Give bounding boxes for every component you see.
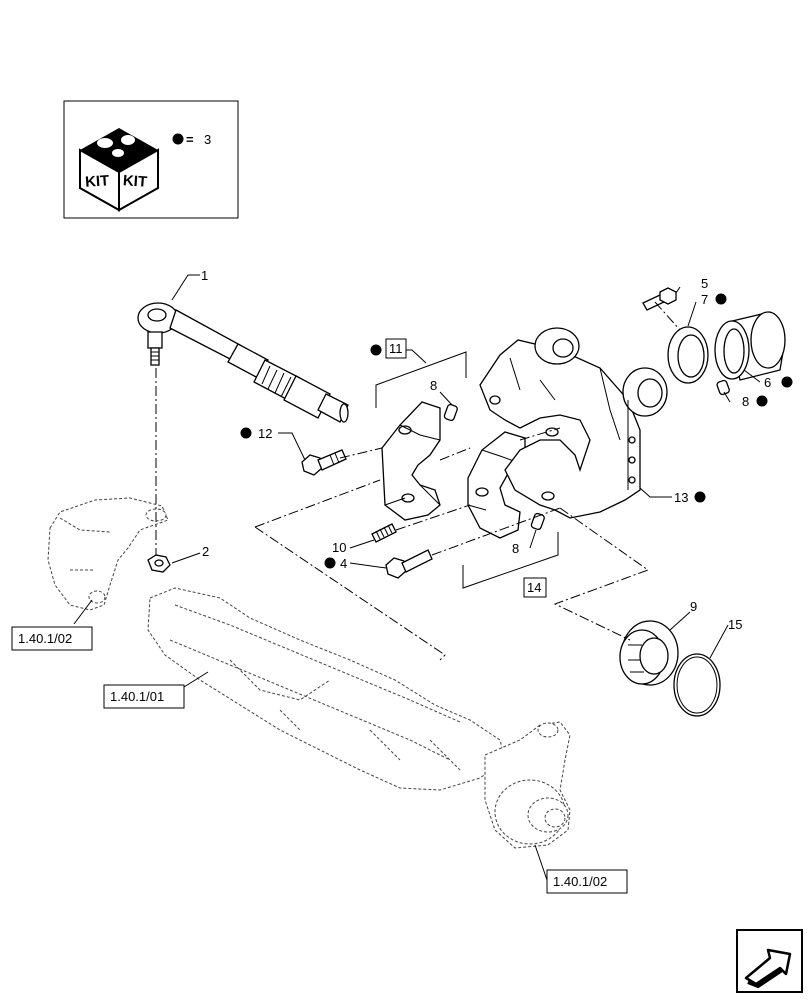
callout-8-cap: 8 <box>430 378 437 393</box>
cap-14 <box>467 431 526 539</box>
pin-8a <box>443 403 458 422</box>
spring-10 <box>371 523 397 543</box>
bolt-4 <box>385 549 433 579</box>
reference-bottom-label: 1.40.1/02 <box>553 874 607 889</box>
carrier-housing-13 <box>479 327 668 519</box>
bracket-14 <box>462 532 559 589</box>
callout-1: 1 <box>201 268 208 283</box>
ring-7 <box>667 326 709 384</box>
callout-14-box <box>523 577 547 598</box>
kit-legend: KIT KIT = 3 <box>63 100 239 219</box>
sleeve-6 <box>714 311 786 381</box>
callout-13: 13 <box>674 490 688 505</box>
callout-8-sleeve: 8 <box>742 394 749 409</box>
pin-8c <box>716 379 730 396</box>
callout-8-sleeve-bullet <box>756 395 768 407</box>
reference-left[interactable]: 1.40.1/02 <box>11 626 93 651</box>
callout-7: 7 <box>701 292 708 307</box>
callout-7-bullet <box>715 293 727 305</box>
callout-14: 14 <box>527 580 541 595</box>
kit-bullet-icon <box>172 133 184 145</box>
callout-11: 11 <box>389 341 403 356</box>
callout-5: 5 <box>701 276 708 291</box>
reference-axle-label: 1.40.1/01 <box>110 689 164 704</box>
callout-15: 15 <box>728 617 742 632</box>
kit-quantity: 3 <box>204 132 211 147</box>
callout-11-bullet <box>370 344 382 356</box>
cap-11 <box>381 401 441 521</box>
leader-lines <box>73 274 761 881</box>
callout-11-box <box>385 338 407 359</box>
reference-axle[interactable]: 1.40.1/01 <box>103 684 185 709</box>
tie-rod <box>137 302 349 423</box>
bracket-11 <box>375 351 467 408</box>
callout-12-bullet <box>240 427 252 439</box>
callout-8-housing: 8 <box>512 541 519 556</box>
callout-2: 2 <box>202 544 209 559</box>
callout-12: 12 <box>258 426 272 441</box>
bolt-12 <box>301 449 347 476</box>
assembly-lines <box>254 301 681 661</box>
reference-left-label: 1.40.1/02 <box>18 631 72 646</box>
callout-6: 6 <box>764 375 771 390</box>
callout-10: 10 <box>332 540 346 555</box>
reference-bottom[interactable]: 1.40.1/02 <box>546 869 628 894</box>
callout-4-bullet <box>324 557 336 569</box>
kit-box-icon: KIT KIT <box>79 128 159 212</box>
callout-6-bullet <box>781 376 793 388</box>
next-page-arrow-icon[interactable] <box>736 929 803 993</box>
callouts: 1 2 5 7 6 8 8 11 12 13 10 4 8 14 9 15 <box>201 268 793 632</box>
kit-label-right: KIT <box>122 172 147 191</box>
pin-8b <box>530 512 545 531</box>
seal-9 <box>619 620 679 686</box>
callout-4: 4 <box>340 556 347 571</box>
screw-5 <box>642 287 677 311</box>
kit-label-left: KIT <box>85 172 110 191</box>
callout-9: 9 <box>690 599 697 614</box>
callout-13-bullet <box>694 491 706 503</box>
castle-nut <box>147 554 171 573</box>
kit-equals: = <box>186 132 194 147</box>
axle-housing-ghost <box>47 497 571 849</box>
o-ring-15 <box>673 653 721 717</box>
